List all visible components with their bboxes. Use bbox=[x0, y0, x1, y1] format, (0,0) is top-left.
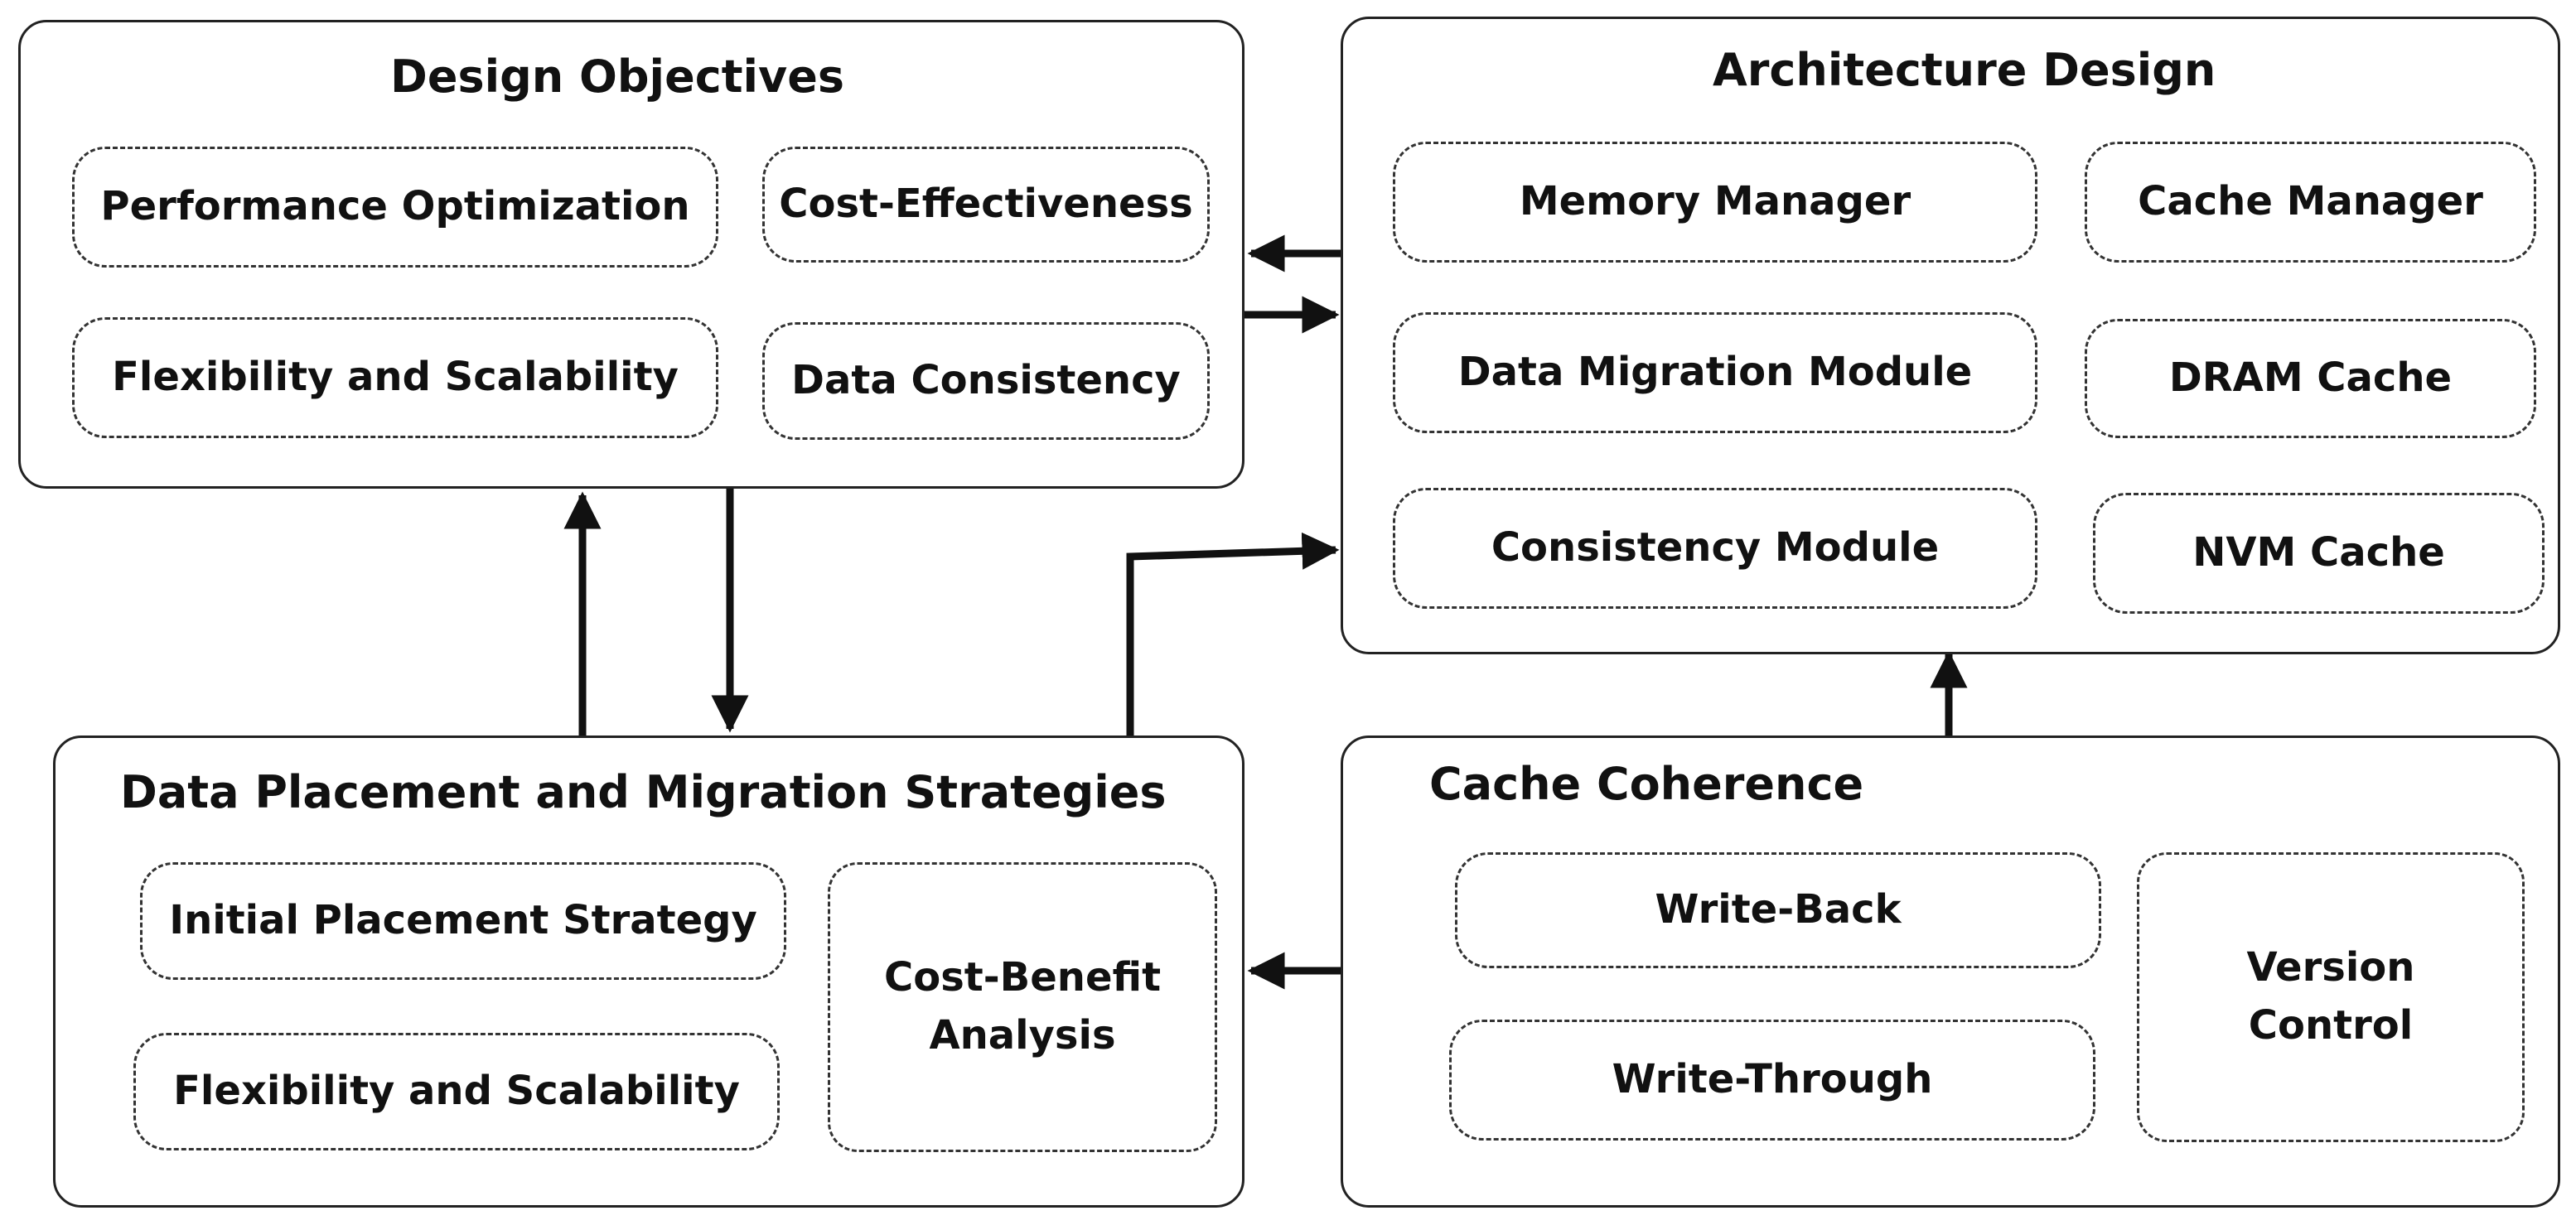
data-placement-panel: Data Placement and Migration Strategies … bbox=[53, 735, 1245, 1208]
version-control-box: Version Control bbox=[2137, 852, 2525, 1142]
performance-optimization-box: Performance Optimization bbox=[72, 147, 718, 268]
design-objectives-title: Design Objectives bbox=[390, 51, 844, 103]
write-through-box: Write-Through bbox=[1449, 1020, 2095, 1141]
version-line: Version bbox=[2246, 944, 2415, 991]
cost-effectiveness-box: Cost-Effectiveness bbox=[762, 147, 1210, 263]
design-objectives-panel: Design Objectives Performance Optimizati… bbox=[18, 20, 1245, 489]
cache-manager-box: Cache Manager bbox=[2085, 142, 2536, 263]
memory-manager-box: Memory Manager bbox=[1393, 142, 2037, 263]
dram-cache-box: DRAM Cache bbox=[2085, 319, 2536, 438]
data-placement-title: Data Placement and Migration Strategies bbox=[120, 766, 1167, 818]
write-back-box: Write-Back bbox=[1455, 852, 2101, 968]
nvm-cache-box: NVM Cache bbox=[2093, 493, 2545, 614]
flexibility-scalability-strategy-box: Flexibility and Scalability bbox=[133, 1033, 780, 1150]
cache-coherence-title: Cache Coherence bbox=[1429, 758, 1864, 810]
initial-placement-strategy-box: Initial Placement Strategy bbox=[140, 862, 786, 980]
analysis-line: Analysis bbox=[929, 1012, 1116, 1059]
cost-benefit-line: Cost-Benefit bbox=[883, 954, 1162, 1001]
data-consistency-box: Data Consistency bbox=[762, 322, 1210, 440]
consistency-module-box: Consistency Module bbox=[1393, 488, 2037, 609]
arrow-placement-to-architecture bbox=[1126, 532, 1340, 735]
control-line: Control bbox=[2248, 1002, 2414, 1049]
architecture-design-panel: Architecture Design Memory Manager Cache… bbox=[1341, 17, 2560, 654]
architecture-design-title: Architecture Design bbox=[1713, 44, 2216, 96]
flexibility-scalability-box: Flexibility and Scalability bbox=[72, 317, 718, 438]
cache-coherence-panel: Cache Coherence Write-Back Write-Through… bbox=[1341, 735, 2560, 1208]
data-migration-module-box: Data Migration Module bbox=[1393, 312, 2037, 433]
cost-benefit-analysis-box: Cost-Benefit Analysis bbox=[828, 862, 1217, 1152]
